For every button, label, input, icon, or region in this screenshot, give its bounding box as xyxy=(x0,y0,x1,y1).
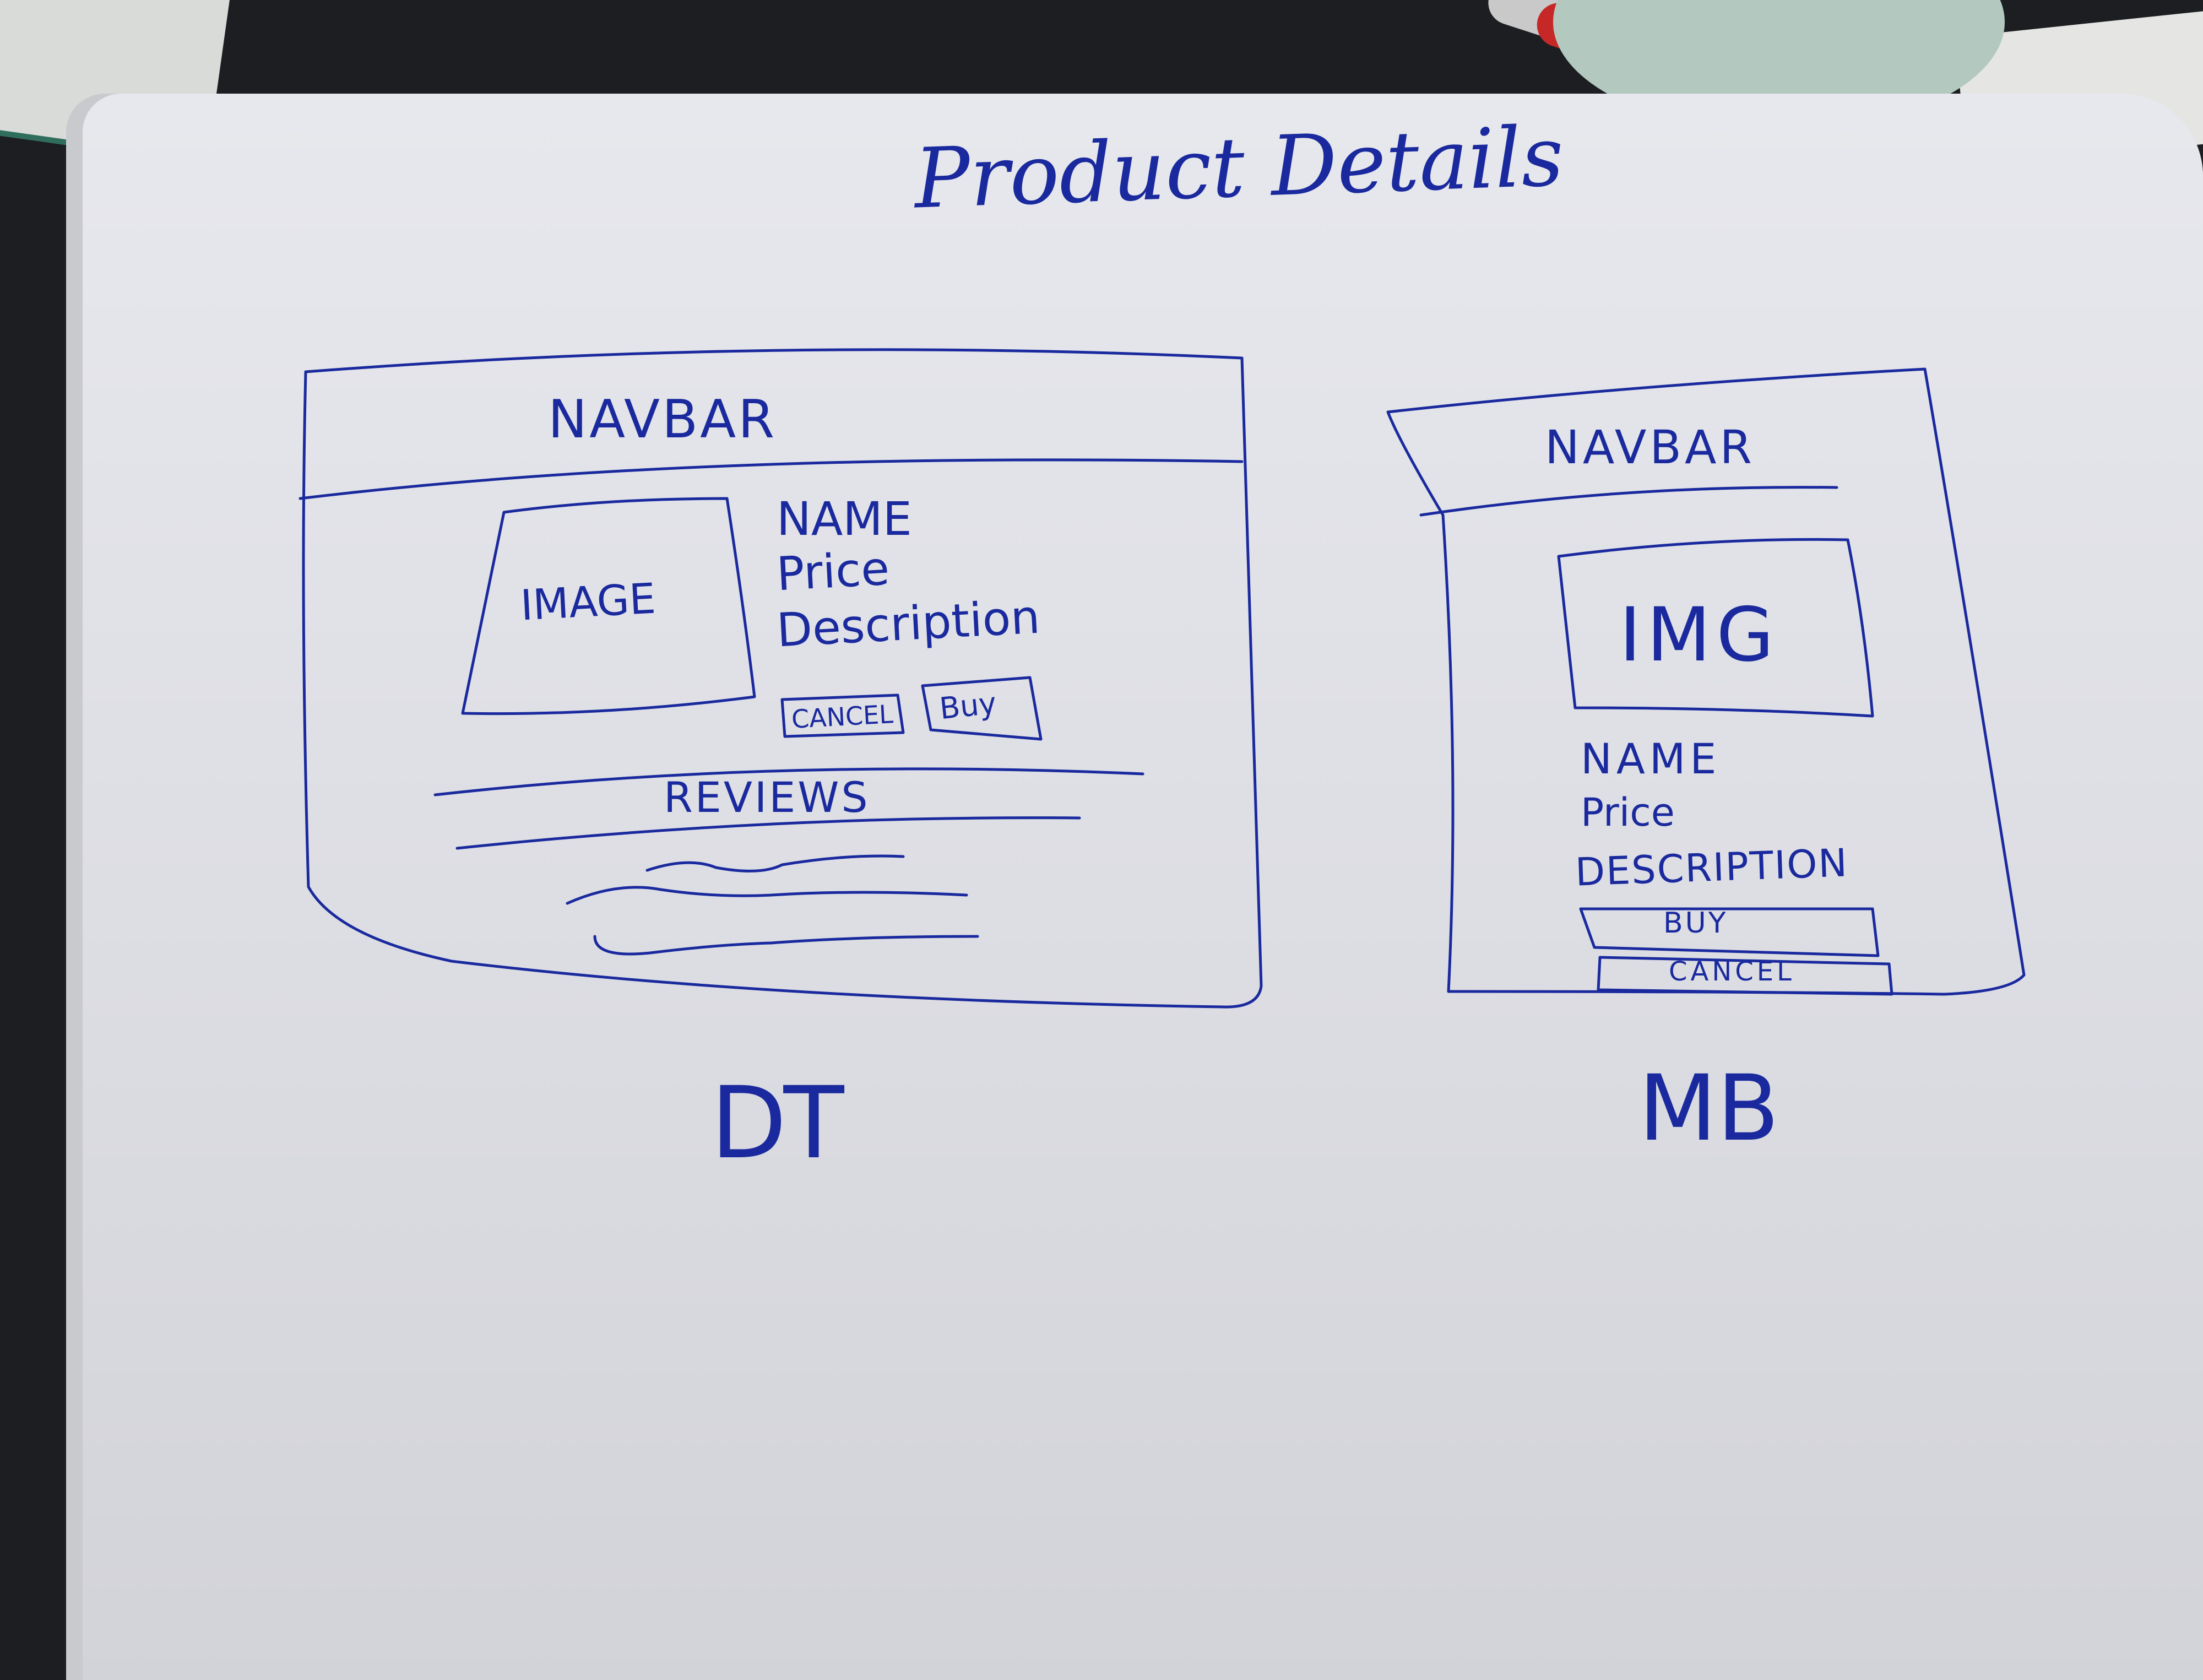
desktop-cancel-button xyxy=(780,693,905,738)
mobile-cancel-button xyxy=(1597,956,1893,996)
mobile-image-placeholder: IMG xyxy=(1619,592,1779,678)
mobile-navbar-label: NAVBAR xyxy=(1545,420,1755,474)
mobile-buy-button xyxy=(1579,907,1880,957)
desktop-review-line-1 xyxy=(645,854,905,872)
mobile-cancel-button-label: CANCEL xyxy=(1669,956,1795,987)
mobile-product-name: NAME xyxy=(1581,734,1721,783)
desktop-image-box xyxy=(461,497,756,716)
mobile-frame xyxy=(1386,367,2026,996)
desktop-product-price: Price xyxy=(775,541,891,601)
desktop-reviews-rule-top xyxy=(433,767,1144,796)
mobile-product-price: Price xyxy=(1581,790,1675,835)
desktop-buy-button-label: Buy xyxy=(937,685,999,727)
mobile-caption: MB xyxy=(1638,1055,1779,1161)
desktop-navbar-label: NAVBAR xyxy=(548,389,777,450)
page-title: Product Details xyxy=(913,109,1565,227)
desktop-buy-button xyxy=(921,676,1043,741)
mobile-image-box xyxy=(1557,538,1874,718)
desktop-cancel-button-label: CANCEL xyxy=(790,699,894,734)
sketch-paper xyxy=(83,94,2203,1680)
desktop-review-line-2 xyxy=(566,886,968,905)
desktop-product-description: Description xyxy=(775,589,1041,658)
desktop-frame xyxy=(302,348,1263,1009)
desktop-review-line-3 xyxy=(593,935,979,956)
desktop-image-placeholder: IMAGE xyxy=(519,573,657,630)
desktop-caption: DT xyxy=(710,1066,844,1181)
mobile-navbar-divider xyxy=(1419,486,1838,517)
desktop-reviews-heading: REVIEWS xyxy=(664,773,870,822)
desktop-product-name: NAME xyxy=(777,492,912,546)
desktop-reviews-rule-bottom xyxy=(455,816,1081,850)
desktop-navbar-divider xyxy=(299,458,1244,500)
mobile-buy-button-label: BUY xyxy=(1663,907,1728,940)
mobile-product-description: DESCRIPTION xyxy=(1574,840,1849,895)
